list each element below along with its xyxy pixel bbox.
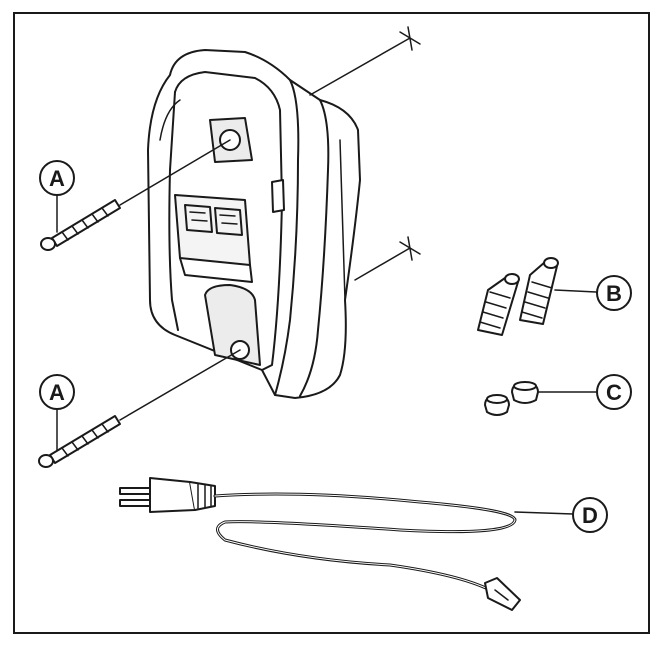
wall-mount-guides [309, 26, 421, 281]
callout-b [596, 275, 632, 311]
power-cord [119, 477, 574, 611]
screw-lower [38, 349, 241, 468]
callout-label-b: B [606, 281, 622, 306]
callout-label-d: D [582, 503, 598, 528]
screw-upper [40, 139, 231, 251]
callout-c [596, 374, 632, 410]
caps [484, 381, 597, 416]
callout-label-c: C [606, 380, 622, 405]
callout-label-a-upper: A [49, 166, 65, 191]
callout-label-a-lower: A [49, 380, 65, 405]
callout-a-lower [39, 374, 75, 451]
callout-d [572, 497, 608, 533]
charger-base [147, 49, 361, 399]
callout-a-upper [39, 160, 75, 233]
wall-anchors [477, 257, 597, 336]
